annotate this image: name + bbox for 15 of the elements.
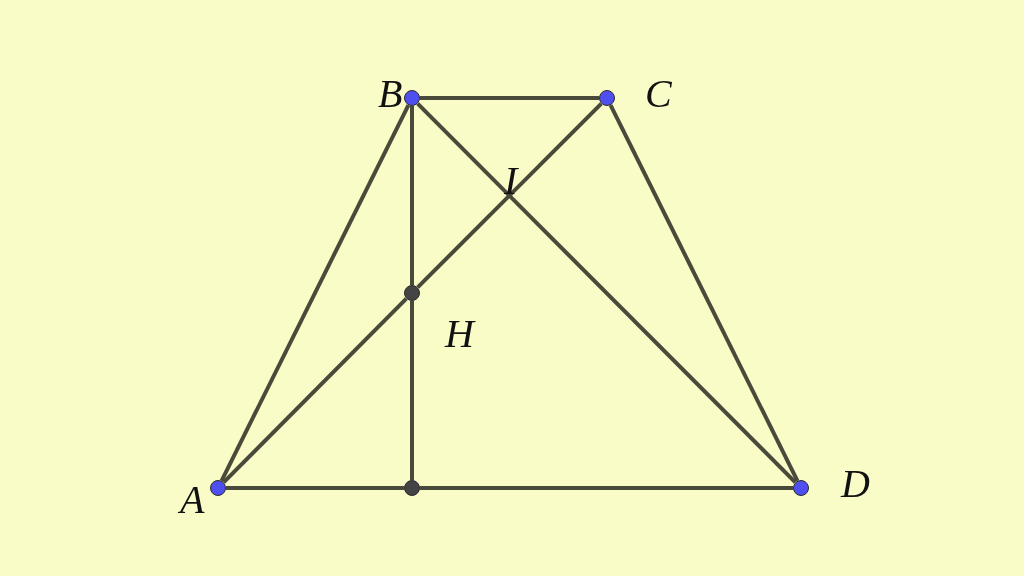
line-segment — [410, 301, 414, 480]
point-label: D — [841, 464, 870, 504]
point-label: C — [645, 74, 672, 114]
line-segment — [222, 297, 408, 484]
line-segment — [410, 106, 414, 285]
line-segment — [420, 96, 599, 100]
line-segment — [226, 486, 404, 490]
point-label: H — [445, 314, 474, 354]
line-segment — [420, 486, 793, 490]
line-segment — [416, 102, 797, 484]
line-segment — [219, 104, 411, 482]
point-label: A — [180, 480, 205, 520]
line-segment — [416, 102, 603, 289]
point-label: B — [378, 74, 403, 114]
line-segment — [608, 104, 800, 482]
